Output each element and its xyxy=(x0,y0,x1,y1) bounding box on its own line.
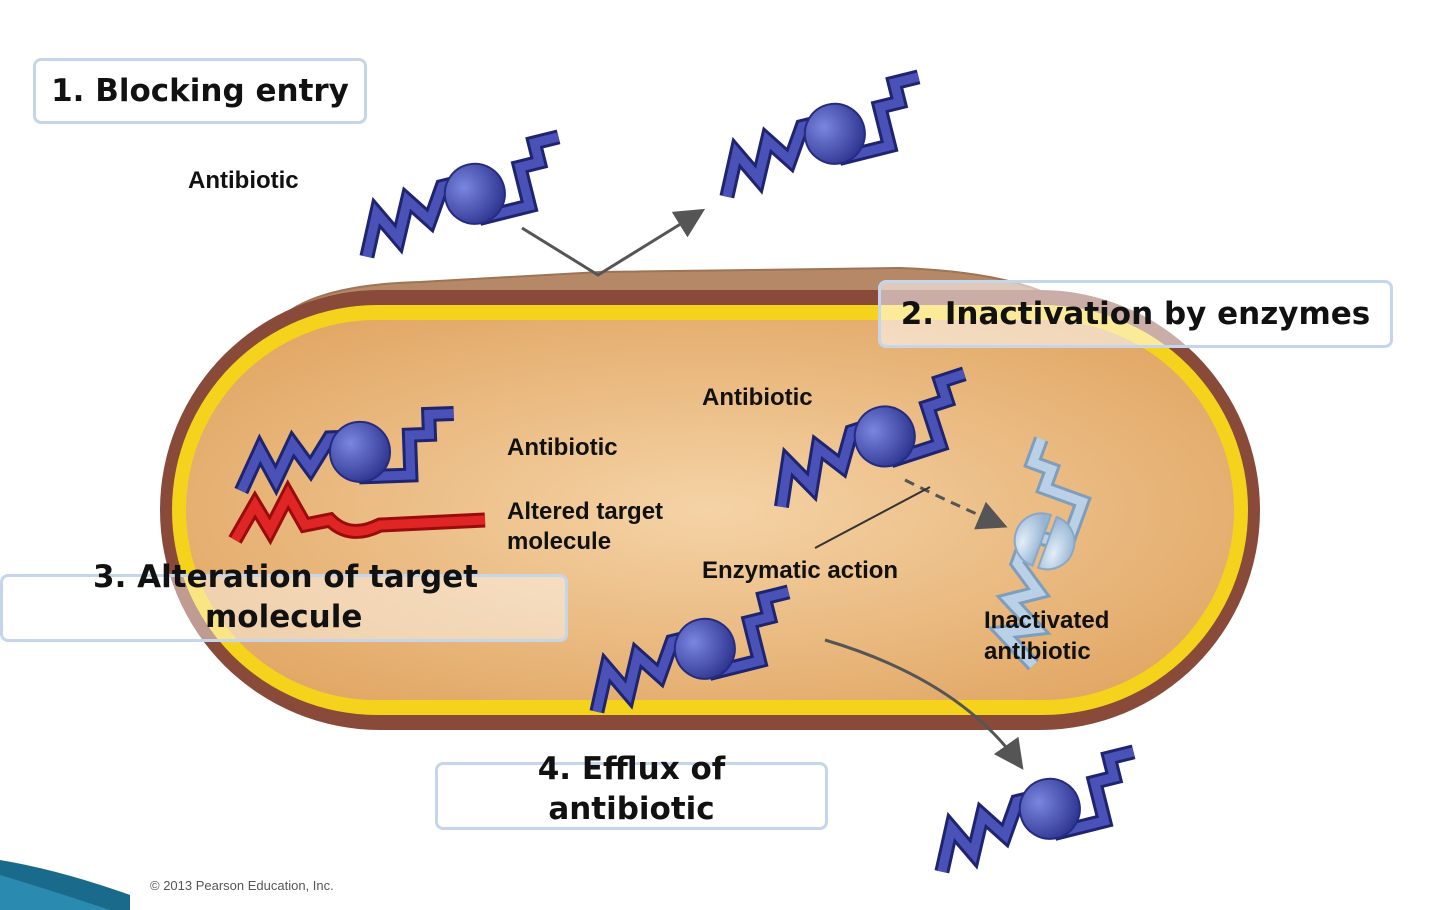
blocking-entry-box: 1. Blocking entry xyxy=(33,58,367,124)
inactivated-label-line1: Inactivated xyxy=(984,607,1110,634)
efflux-label-line2: antibiotic xyxy=(548,791,715,827)
antibiotic-molecule xyxy=(710,77,936,197)
antibiotic-molecule xyxy=(925,752,1151,872)
enzymatic-action-label: Enzymatic action xyxy=(702,557,899,584)
alteration-label-line2: molecule xyxy=(205,599,363,635)
efflux-label-line1: 4. Efflux of xyxy=(537,751,726,787)
antibiotic-label-inside-right: Antibiotic xyxy=(702,384,813,411)
blocked-path-arrow xyxy=(521,208,706,277)
altered-target-label-line1: Altered target xyxy=(507,498,664,525)
efflux-arrow xyxy=(824,638,1024,770)
enzymatic-action-pointer xyxy=(814,486,931,549)
slide-corner-decoration xyxy=(0,875,110,910)
altered-target-molecule xyxy=(228,479,486,546)
efflux-box: 4. Efflux of antibiotic xyxy=(435,751,828,830)
alteration-label-line1: 3. Alteration of target xyxy=(93,559,479,595)
enzymatic-action-arrow xyxy=(904,478,1008,530)
antibiotic-label-inside-left: Antibiotic xyxy=(507,434,618,461)
antibiotic-label-outside: Antibiotic xyxy=(188,167,299,194)
altered-target-label-line2: molecule xyxy=(507,528,612,555)
inactivated-antibiotic-molecule xyxy=(987,436,1092,671)
inactivation-box: 2. Inactivation by enzymes xyxy=(878,280,1393,348)
alteration-box: 3. Alteration of target molecule xyxy=(0,559,568,642)
inactivation-label: 2. Inactivation by enzymes xyxy=(900,296,1371,332)
copyright-notice: © 2013 Pearson Education, Inc. xyxy=(150,878,334,893)
blocking-entry-label: 1. Blocking entry xyxy=(51,73,349,109)
inactivated-label-line2: antibiotic xyxy=(984,638,1091,665)
